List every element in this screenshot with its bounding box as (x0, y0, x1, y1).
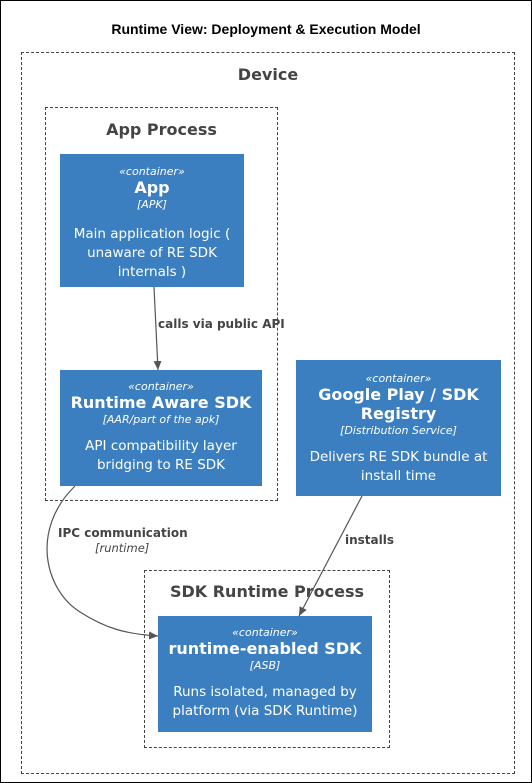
runtime-enabled-sdk-stereotype: «container» (232, 626, 298, 639)
app-desc-line: internals ) (117, 264, 187, 280)
installs-arrow (298, 495, 363, 617)
installs-relation-label: installs (345, 533, 395, 547)
google-play-name-line: Google Play / SDK (318, 385, 479, 404)
runtime-aware-sdk-description: API compatibility layer bridging to RE S… (61, 437, 261, 475)
google-play-container: «container» Google Play / SDK Registry [… (296, 360, 501, 496)
google-play-stereotype: «container» (365, 372, 432, 385)
ipc-relation-tech: [runtime] (95, 541, 150, 555)
runtime-aware-sdk-name: Runtime Aware SDK (70, 393, 252, 412)
calls-arrow (153, 286, 162, 371)
app-desc-line: Main application logic ( (73, 226, 231, 242)
runtime-aware-sdk-desc-line: API compatibility layer (85, 438, 237, 454)
diagram-title: Runtime View: Deployment & Execution Mod… (111, 21, 421, 37)
runtime-aware-sdk-tech: [AAR/part of the apk] (102, 413, 220, 426)
app-desc-line: unaware of RE SDK (87, 245, 217, 261)
runtime-enabled-sdk-desc-line: platform (via SDK Runtime) (172, 703, 358, 719)
google-play-tech: [Distribution Service] (340, 424, 457, 437)
runtime-enabled-sdk-description: Runs isolated, managed by platform (via … (159, 683, 371, 721)
sdk-runtime-process-boundary: SDK Runtime Process (144, 570, 390, 748)
app-stereotype: «container» (119, 165, 185, 178)
runtime-aware-sdk-desc-line: bridging to RE SDK (96, 457, 226, 473)
app-description: Main application logic ( unaware of RE S… (61, 225, 243, 282)
ipc-relation-label: IPC communication (58, 526, 188, 540)
runtime-enabled-sdk-name: runtime-enabled SDK (168, 639, 362, 658)
sdk-runtime-process-boundary-label: SDK Runtime Process (169, 582, 365, 601)
google-play-desc-line: install time (360, 468, 437, 484)
runtime-aware-sdk-container: «container» Runtime Aware SDK [AAR/part … (60, 370, 262, 486)
app-process-boundary-label: App Process (106, 120, 217, 139)
ipc-arrow (46, 485, 159, 640)
google-play-name-line: Registry (360, 404, 437, 423)
app-container: «container» App [APK] Main application l… (60, 154, 244, 287)
app-name: App (134, 178, 170, 197)
google-play-desc-line: Delivers RE SDK bundle at (309, 449, 488, 465)
device-boundary: Device (21, 52, 515, 774)
app-tech: [APK] (137, 198, 167, 211)
app-process-boundary: App Process (45, 107, 278, 501)
runtime-enabled-sdk-container: «container» runtime-enabled SDK [ASB] Ru… (158, 616, 372, 732)
runtime-aware-sdk-stereotype: «container» (128, 380, 194, 393)
calls-relation-label: calls via public API (158, 317, 285, 331)
google-play-description: Delivers RE SDK bundle at install time (297, 448, 500, 486)
runtime-enabled-sdk-tech: [ASB] (249, 659, 281, 672)
device-boundary-label: Device (237, 65, 299, 84)
runtime-enabled-sdk-desc-line: Runs isolated, managed by (173, 684, 357, 700)
